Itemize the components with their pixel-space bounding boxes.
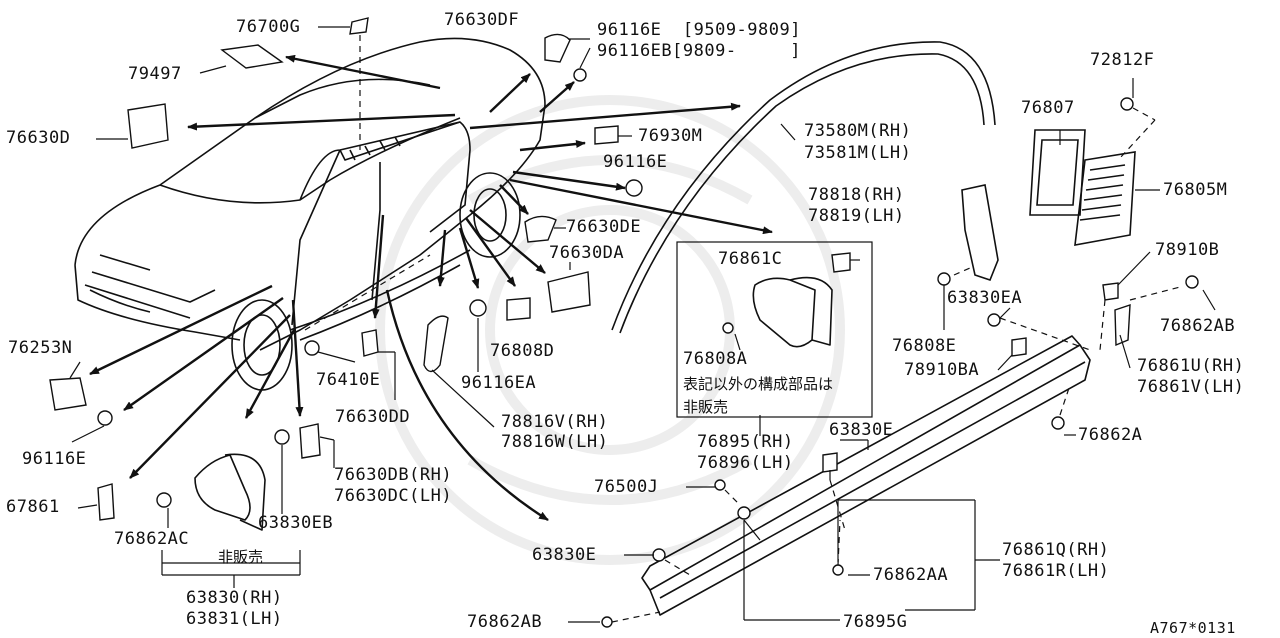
label-76896: 76896(LH) xyxy=(697,453,794,473)
label-76862AB-b: 76862AB xyxy=(467,612,543,632)
label-63830: 63830(RH) xyxy=(186,588,283,608)
label-76808E: 76808E xyxy=(892,336,957,356)
label-67861: 67861 xyxy=(6,497,60,517)
label-96116E-b: 96116E xyxy=(603,152,668,172)
label-96116EB-range: 96116EB[9809- ] xyxy=(597,41,801,61)
label-76861C: 76861C xyxy=(718,249,783,269)
label-78819: 78819(LH) xyxy=(808,206,905,226)
label-79497: 79497 xyxy=(128,64,182,84)
watermark-emblem xyxy=(375,95,845,565)
note-line-1: 表記以外の構成部品は xyxy=(683,375,834,393)
label-76861V: 76861V(LH) xyxy=(1137,377,1245,397)
label-76861U: 76861U(RH) xyxy=(1137,356,1245,376)
dashed-leaders xyxy=(304,35,1181,623)
label-78818: 78818(RH) xyxy=(808,185,905,205)
label-76808D: 76808D xyxy=(490,341,555,361)
leader-lines xyxy=(69,26,1216,623)
label-76862AA: 76862AA xyxy=(873,565,949,585)
label-76500J: 76500J xyxy=(594,477,659,497)
label-76700G: 76700G xyxy=(236,17,301,37)
label-76861Q: 76861Q(RH) xyxy=(1002,540,1110,560)
label-76930M: 76930M xyxy=(638,126,703,146)
label-76630DD: 76630DD xyxy=(335,407,411,427)
callout-arrows xyxy=(89,54,773,522)
label-not-sold: 非販売 xyxy=(218,548,264,566)
label-63830EB: 63830EB xyxy=(258,513,334,533)
label-76895: 76895(RH) xyxy=(697,432,794,452)
label-76630DF: 76630DF xyxy=(444,10,520,30)
label-76630DE: 76630DE xyxy=(566,217,642,237)
label-76253N: 76253N xyxy=(8,338,73,358)
roof-moulding xyxy=(611,41,996,334)
label-72812F: 72812F xyxy=(1090,50,1155,70)
label-76862A: 76862A xyxy=(1078,425,1143,445)
label-76862AB-a: 76862AB xyxy=(1160,316,1236,336)
label-76630DC: 76630DC(LH) xyxy=(334,486,453,506)
label-63830E-a: 63830E xyxy=(829,420,894,440)
label-76630DB: 76630DB(RH) xyxy=(334,465,453,485)
label-73580M: 73580M(RH) xyxy=(804,121,912,141)
diagram-code: A767*0131 xyxy=(1150,619,1236,637)
label-96116E-c: 96116E xyxy=(22,449,87,469)
label-76895G: 76895G xyxy=(843,612,908,632)
note-box xyxy=(676,241,873,418)
vent-parts xyxy=(1029,129,1136,246)
side-sill xyxy=(641,335,1091,616)
label-96116EA: 96116EA xyxy=(461,373,537,393)
label-78816V: 78816V(RH) xyxy=(501,412,609,432)
label-73581M: 73581M(LH) xyxy=(804,143,912,163)
mud-flap-parts xyxy=(194,276,833,531)
label-78910BA: 78910BA xyxy=(904,360,980,380)
label-76410E: 76410E xyxy=(316,370,381,390)
label-76807: 76807 xyxy=(1021,98,1075,118)
bracket-78818 xyxy=(961,184,999,281)
note-line-2: 非販売 xyxy=(683,398,729,416)
label-63830EA: 63830EA xyxy=(947,288,1023,308)
label-63830E-b: 63830E xyxy=(532,545,597,565)
small-parts xyxy=(49,17,1199,628)
label-78910B: 78910B xyxy=(1155,240,1220,260)
label-63831: 63831(LH) xyxy=(186,609,283,629)
label-76861R: 76861R(LH) xyxy=(1002,561,1110,581)
label-76630D: 76630D xyxy=(6,128,71,148)
label-76862AC: 76862AC xyxy=(114,529,190,549)
label-96116E-range: 96116E [9509-9809] xyxy=(597,20,801,40)
label-78816W: 78816W(LH) xyxy=(501,432,609,452)
label-76808A: 76808A xyxy=(683,349,748,369)
label-76805M: 76805M xyxy=(1163,180,1228,200)
label-76630DA: 76630DA xyxy=(549,243,625,263)
